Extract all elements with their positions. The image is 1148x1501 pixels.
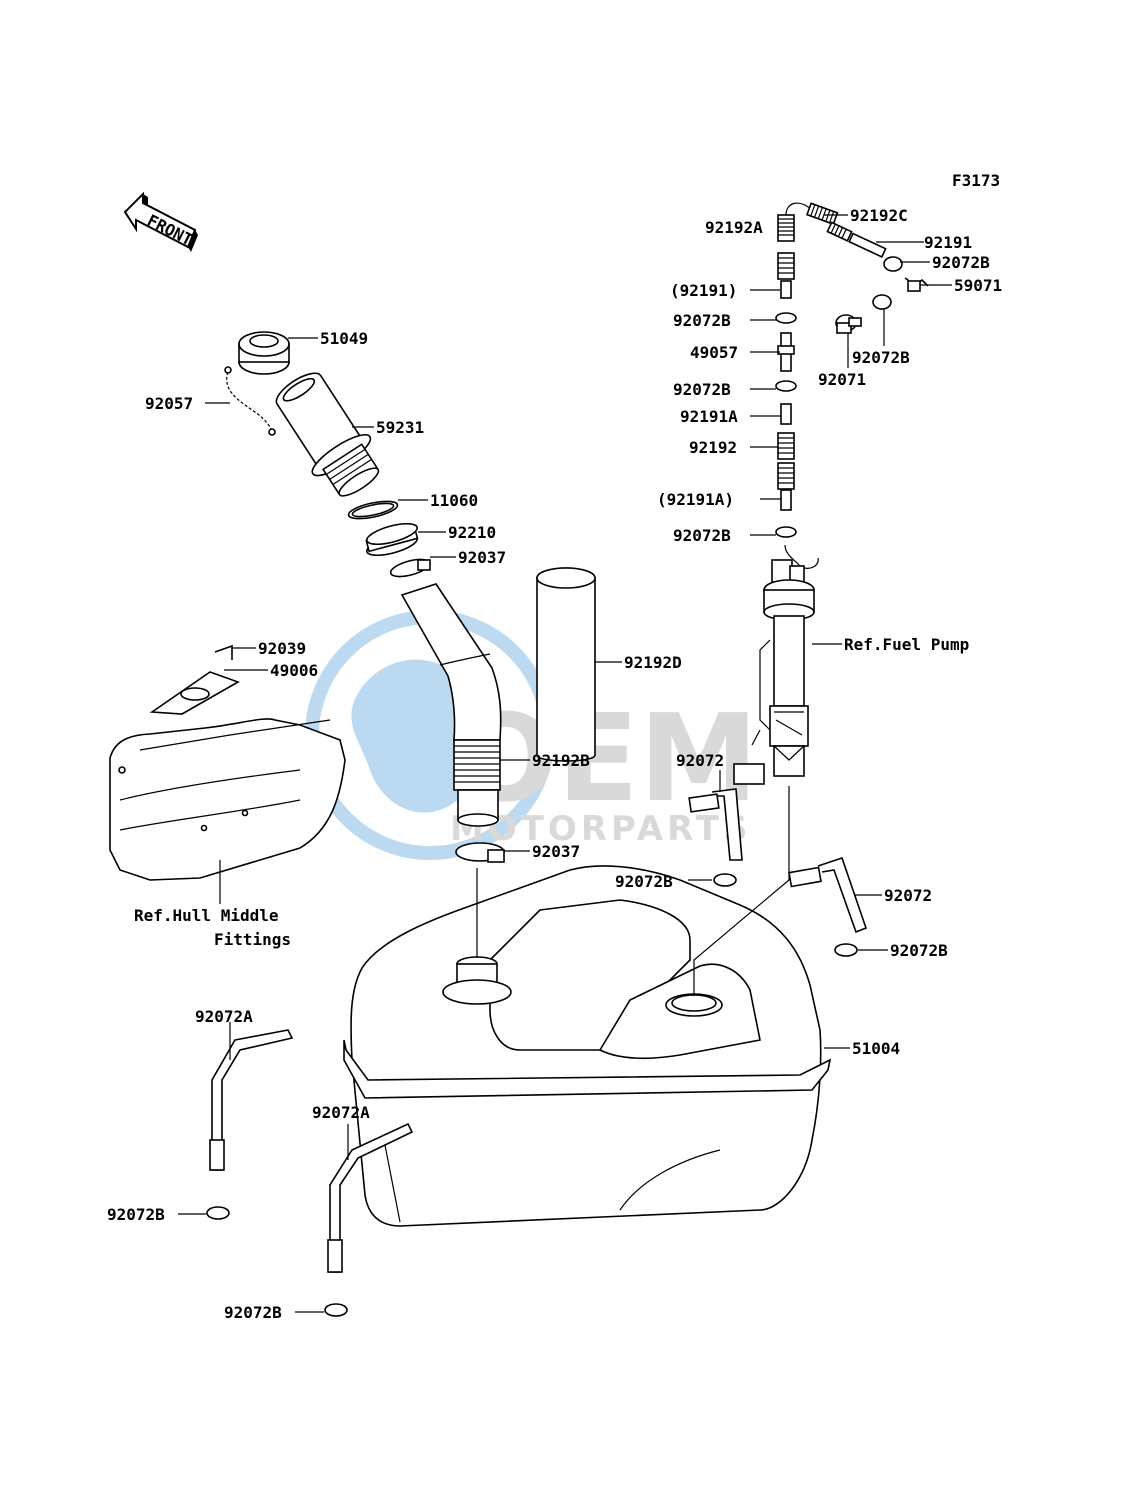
strap-92072-lower xyxy=(788,856,868,934)
fuel-tank xyxy=(343,865,832,1227)
label-92037-b: 92037 xyxy=(532,842,580,861)
front-arrow: FRONT xyxy=(123,191,198,252)
label-92192B: 92192B xyxy=(532,751,590,770)
label-92072B-i: 92072B xyxy=(224,1303,282,1322)
label-59231: 59231 xyxy=(376,418,424,437)
label-ref-hull-line2: Fittings xyxy=(214,930,291,949)
label-92192A: 92192A xyxy=(705,218,763,237)
label-92072B-c: 92072B xyxy=(852,348,910,367)
fuel-pump xyxy=(733,544,819,785)
label-92072B-a: 92072B xyxy=(932,253,990,272)
label-92191-paren: (92191) xyxy=(670,281,737,300)
label-92072A-a: 92072A xyxy=(195,1007,253,1026)
label-92210: 92210 xyxy=(448,523,496,542)
label-ref-fuel-pump: Ref.Fuel Pump xyxy=(844,635,969,654)
leader-lines xyxy=(178,214,952,1313)
label-11060: 11060 xyxy=(430,491,478,510)
strap-92072A-left xyxy=(209,1029,294,1171)
label-92192C: 92192C xyxy=(850,206,908,225)
label-ref-hull-line1: Ref.Hull Middle xyxy=(134,906,279,925)
label-92072A-b: 92072A xyxy=(312,1103,370,1122)
label-49006: 49006 xyxy=(270,661,318,680)
part-labels: 92192C 92192A 92191 92072B (92191) 59071… xyxy=(107,206,1002,1322)
strap-92072-upper xyxy=(688,788,743,861)
label-92192D: 92192D xyxy=(624,653,682,672)
clip-92072B-f xyxy=(713,873,737,887)
label-92072B-f: 92072B xyxy=(615,872,673,891)
label-92191A: 92191A xyxy=(680,407,738,426)
strap-92072A-center xyxy=(327,1122,414,1273)
hull-middle-fittings xyxy=(109,644,346,881)
label-59071: 59071 xyxy=(954,276,1002,295)
label-92072B-g: 92072B xyxy=(890,941,948,960)
label-92072B-b: 92072B xyxy=(673,311,731,330)
label-92072B-h: 92072B xyxy=(107,1205,165,1224)
label-92037-a: 92037 xyxy=(458,548,506,567)
label-92191A-paren: (92191A) xyxy=(657,490,734,509)
label-49057: 49057 xyxy=(690,343,738,362)
label-92072-a: 92072 xyxy=(676,751,724,770)
label-92072B-e: 92072B xyxy=(673,526,731,545)
label-51004: 51004 xyxy=(852,1039,900,1058)
label-92192: 92192 xyxy=(689,438,737,457)
watermark-subtitle: MOTORPARTS xyxy=(450,809,751,849)
label-92057: 92057 xyxy=(145,394,193,413)
clip-92072B-h xyxy=(206,1206,230,1220)
clip-92072B-i xyxy=(324,1303,348,1317)
watermark: OEM MOTORPARTS xyxy=(305,610,758,860)
clip-92072B-g xyxy=(834,943,858,957)
label-92071: 92071 xyxy=(818,370,866,389)
figure-code: F3173 xyxy=(952,171,1000,190)
label-92072-b: 92072 xyxy=(884,886,932,905)
label-92039: 92039 xyxy=(258,639,306,658)
filler-cap-assembly xyxy=(224,331,505,863)
label-92072B-d: 92072B xyxy=(673,380,731,399)
sleeve-92192D xyxy=(536,567,596,762)
label-92191: 92191 xyxy=(924,233,972,252)
label-51049: 51049 xyxy=(320,329,368,348)
vent-hose-assembly xyxy=(775,202,929,538)
